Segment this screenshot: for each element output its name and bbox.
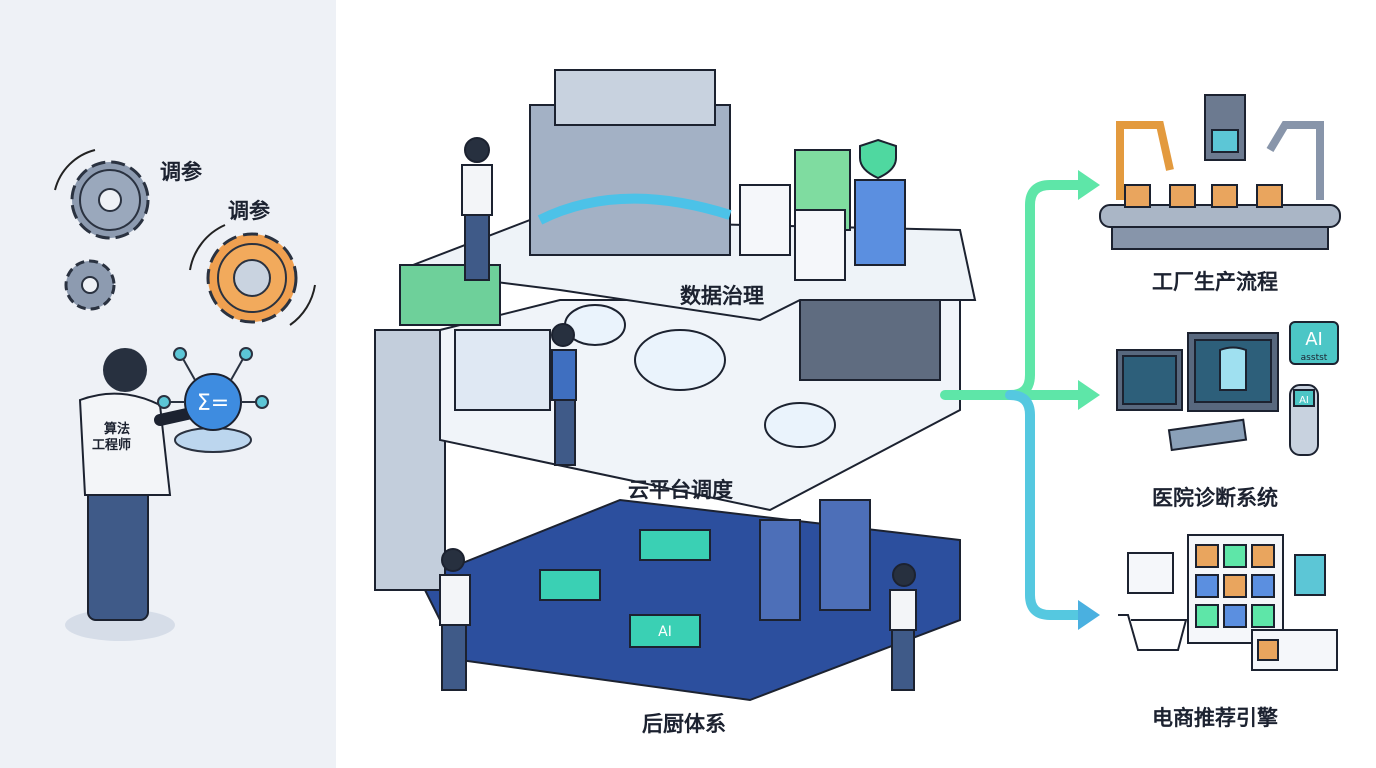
ai-assist-badge: AI bbox=[1305, 329, 1323, 350]
formula-orb: Σ= bbox=[157, 347, 269, 453]
gear-icon bbox=[206, 232, 298, 324]
engineer-figure bbox=[65, 348, 211, 641]
engineer-shirt-text: 工程师 bbox=[92, 438, 132, 453]
app-label-factory: 工厂生产流程 bbox=[1152, 270, 1278, 294]
rotate-arrow-icon bbox=[289, 284, 316, 326]
arrow-heads bbox=[1078, 170, 1100, 630]
ecommerce-illustration bbox=[1118, 534, 1338, 671]
app-label-hospital: 医院诊断系统 bbox=[1152, 486, 1278, 510]
gear-icon bbox=[64, 259, 116, 311]
tune-label: 调参 bbox=[160, 160, 202, 184]
ai-assist-sub: asstst bbox=[1301, 353, 1328, 363]
tune-label: 调参 bbox=[228, 199, 270, 223]
layer-label-data-governance: 数据治理 bbox=[680, 284, 764, 308]
shield-check-icon bbox=[859, 138, 897, 180]
app-label-ecommerce: 电商推荐引擎 bbox=[1152, 706, 1278, 730]
device-ai-badge: AI bbox=[1299, 395, 1309, 406]
ai-chip-label: AI bbox=[658, 624, 672, 640]
data-governance-layer bbox=[399, 69, 977, 326]
engineer-shirt-text: 算法 bbox=[104, 422, 131, 437]
svg-text:Σ=: Σ= bbox=[197, 391, 229, 416]
layer-label-cloud-scheduling: 云平台调度 bbox=[628, 478, 733, 502]
distribution-arrows bbox=[940, 180, 1085, 620]
left-panel bbox=[0, 0, 336, 768]
rotate-arrow-icon bbox=[54, 149, 96, 191]
factory-illustration bbox=[1099, 94, 1341, 250]
hospital-illustration: AI asstst AI bbox=[1116, 321, 1339, 456]
rotate-arrow-icon bbox=[189, 224, 226, 271]
worker-figures bbox=[439, 137, 917, 691]
layer-label-kitchen: 后厨体系 bbox=[642, 712, 726, 736]
gear-icon bbox=[70, 160, 150, 240]
